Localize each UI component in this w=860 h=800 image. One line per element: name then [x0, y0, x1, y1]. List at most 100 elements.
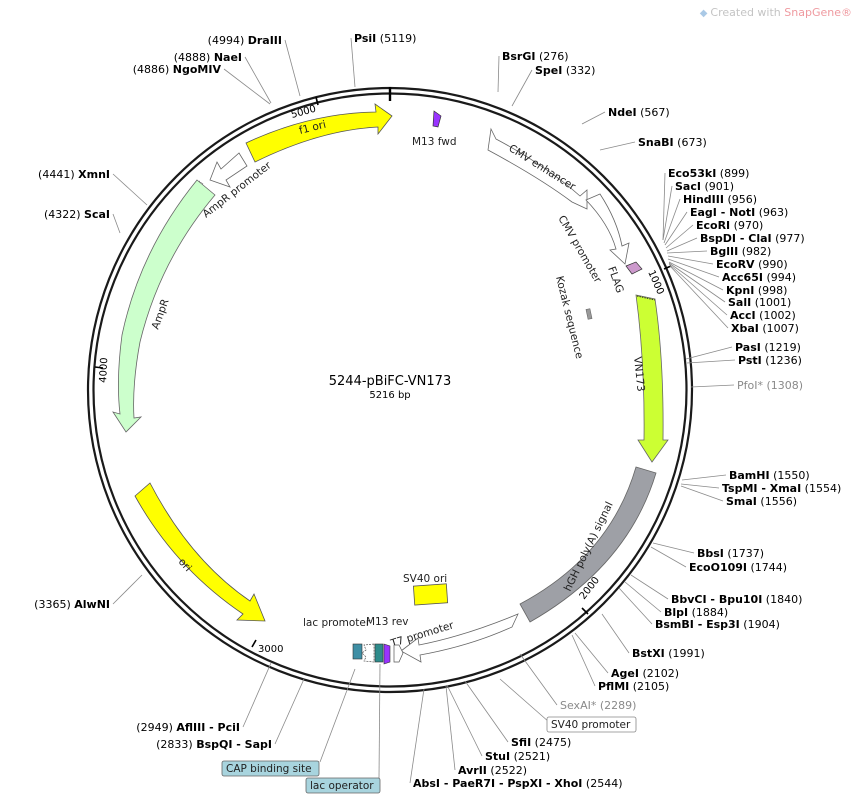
enzyme-site[interactable]: SnaBI (673) — [599, 136, 707, 151]
feature-ampr-promoter[interactable]: AmpR promoter — [200, 152, 274, 220]
enzyme-leader-line — [630, 574, 669, 600]
enzyme-leader-line — [497, 55, 500, 93]
enzyme-label: BamHI (1550) — [729, 469, 810, 482]
enzyme-name: StuI — [485, 750, 510, 763]
label-sv40-promoter[interactable]: SV40 promoter — [499, 678, 637, 733]
feature-vn173[interactable]: VN173 — [631, 294, 669, 463]
enzyme-site[interactable]: EcoO109I (1744) — [650, 546, 787, 574]
feature-ampr[interactable]: AmpR — [112, 179, 216, 433]
enzyme-site[interactable]: EcoRV (990) — [667, 255, 788, 271]
enzyme-label: (4886) NgoMIV — [133, 63, 222, 76]
enzyme-label: PasI (1219) — [735, 341, 801, 354]
enzyme-position: (1744) — [747, 561, 787, 574]
enzyme-site[interactable]: BstXI (1991) — [601, 613, 705, 660]
enzyme-name: AccI — [730, 309, 756, 322]
enzyme-label: AgeI (2102) — [611, 667, 679, 680]
enzyme-leader-line — [668, 263, 728, 316]
enzyme-site[interactable]: PfoI* (1308) — [690, 379, 803, 392]
feature-lac-promoter[interactable]: lac promoter — [303, 617, 404, 663]
label-cap-binding-site[interactable]: CAP binding site — [221, 668, 356, 777]
enzyme-site[interactable]: BspDI - ClaI (977) — [666, 232, 805, 252]
feature-m13-rev[interactable]: M13 rev — [366, 616, 409, 665]
enzyme-site[interactable]: SexAI* (2289) — [519, 653, 636, 712]
enzyme-label: BspDI - ClaI (977) — [700, 232, 805, 245]
enzyme-name: TspMI - XmaI — [722, 482, 801, 495]
svg-text:SV40 promoter: SV40 promoter — [551, 719, 631, 731]
enzyme-position: (1884) — [688, 606, 728, 619]
enzyme-site[interactable]: EagI - NotI (963) — [664, 206, 788, 246]
feature-cmv-enhancer[interactable]: CMV enhancer — [487, 127, 588, 210]
enzyme-site[interactable]: BbsI (1737) — [652, 542, 764, 560]
enzyme-site[interactable]: SfiI (2475) — [464, 680, 571, 749]
enzyme-site[interactable]: SpeI (332) — [511, 64, 595, 107]
enzyme-site[interactable]: StuI (2521) — [446, 684, 550, 763]
enzyme-label: (2949) AflIII - PciI — [136, 721, 240, 734]
enzyme-site[interactable]: PasI (1219) — [685, 341, 801, 360]
enzyme-leader-line — [667, 258, 720, 278]
enzyme-name: KpnI — [726, 284, 754, 297]
enzyme-site[interactable]: BglII (982) — [666, 245, 771, 258]
enzyme-name: DraIII — [248, 34, 282, 47]
enzyme-leader-line — [681, 474, 727, 481]
enzyme-leader-line — [350, 37, 356, 88]
enzyme-site[interactable]: AccI (1002) — [668, 263, 796, 322]
enzyme-name: SnaBI — [638, 136, 674, 149]
enzyme-site[interactable]: AgeI (2102) — [574, 632, 679, 680]
enzyme-site[interactable]: BlpI (1884) — [624, 581, 728, 619]
feature-m13-fwd[interactable]: M13 fwd — [412, 110, 457, 148]
enzyme-site[interactable]: BbvCI - Bpu10I (1840) — [630, 574, 802, 606]
enzyme-leader-line — [112, 213, 121, 234]
feature-kozak[interactable]: Kozak sequence — [553, 275, 593, 360]
enzyme-site[interactable]: PstI (1236) — [686, 354, 802, 367]
enzyme-site[interactable]: (3365) AlwNI — [34, 574, 143, 611]
enzyme-site[interactable]: NdeI (567) — [581, 106, 670, 125]
enzyme-site[interactable]: (2833) BspQI - SapI — [156, 678, 305, 751]
enzyme-leader-line — [650, 546, 687, 568]
enzyme-site[interactable]: HindIII (956) — [663, 193, 757, 244]
enzyme-site[interactable]: Eco53kI (899) — [662, 167, 749, 241]
enzyme-label: (2833) BspQI - SapI — [156, 738, 272, 751]
enzyme-site[interactable]: (4994) DraIII — [208, 34, 301, 97]
enzyme-site[interactable]: (4441) XmnI — [38, 168, 148, 206]
enzyme-site[interactable]: (2949) AflIII - PciI — [136, 662, 272, 734]
enzyme-label: SnaBI (673) — [638, 136, 707, 149]
enzyme-site[interactable]: (4888) NaeI — [174, 51, 272, 104]
enzyme-name: SpeI — [535, 64, 562, 77]
enzyme-site[interactable]: PflMI (2105) — [571, 634, 669, 693]
snapgene-watermark: ◆Created with SnapGene® — [700, 6, 852, 19]
enzyme-site[interactable]: XbaI (1007) — [669, 265, 799, 335]
feature-flag[interactable]: FLAG — [605, 261, 643, 295]
enzyme-label: (4441) XmnI — [38, 168, 110, 181]
enzyme-site[interactable]: (4886) NgoMIV — [133, 63, 271, 105]
enzyme-leader-line — [242, 662, 272, 728]
enzyme-leader-line — [665, 224, 694, 249]
enzyme-site[interactable]: EcoRI (970) — [665, 219, 763, 249]
enzyme-leader-line — [112, 173, 148, 206]
feature-f1-ori[interactable]: f1 ori — [245, 103, 393, 163]
enzyme-leader-line — [223, 68, 271, 105]
enzyme-site[interactable]: SacI (901) — [662, 180, 734, 241]
enzyme-label: TspMI - XmaI (1554) — [722, 482, 841, 495]
label-lac-operator[interactable]: lac operator — [305, 663, 381, 794]
enzyme-position: (901) — [701, 180, 734, 193]
enzyme-site[interactable]: BamHI (1550) — [681, 469, 810, 482]
enzyme-site[interactable]: KpnI (998) — [668, 261, 787, 297]
enzyme-site[interactable]: TspMI - XmaI (1554) — [680, 482, 841, 495]
enzyme-position: (4888) — [174, 51, 214, 64]
enzyme-site[interactable]: PsiI (5119) — [350, 32, 416, 88]
enzyme-site[interactable]: BsmBI - Esp3I (1904) — [618, 587, 780, 631]
enzyme-site[interactable]: (4322) ScaI — [44, 208, 121, 234]
feature-ori[interactable]: ori — [134, 482, 266, 622]
enzyme-site[interactable]: BsrGI (276) — [497, 50, 569, 93]
enzyme-leader-line — [685, 346, 733, 360]
enzyme-site[interactable]: Acc65I (994) — [667, 258, 796, 284]
enzyme-site[interactable]: SalI (1001) — [668, 262, 791, 309]
enzyme-name: SfiI — [511, 736, 531, 749]
enzyme-site[interactable]: SmaI (1556) — [680, 485, 797, 508]
enzyme-label: (4322) ScaI — [44, 208, 110, 221]
enzyme-leader-line — [652, 542, 695, 554]
enzyme-site[interactable]: AbsI - PaeR7I - PspXI - XhoI (2544) — [409, 688, 622, 790]
enzyme-site[interactable]: AvrII (2522) — [445, 685, 527, 777]
feature-sv40-ori[interactable]: SV40 ori — [403, 573, 449, 606]
